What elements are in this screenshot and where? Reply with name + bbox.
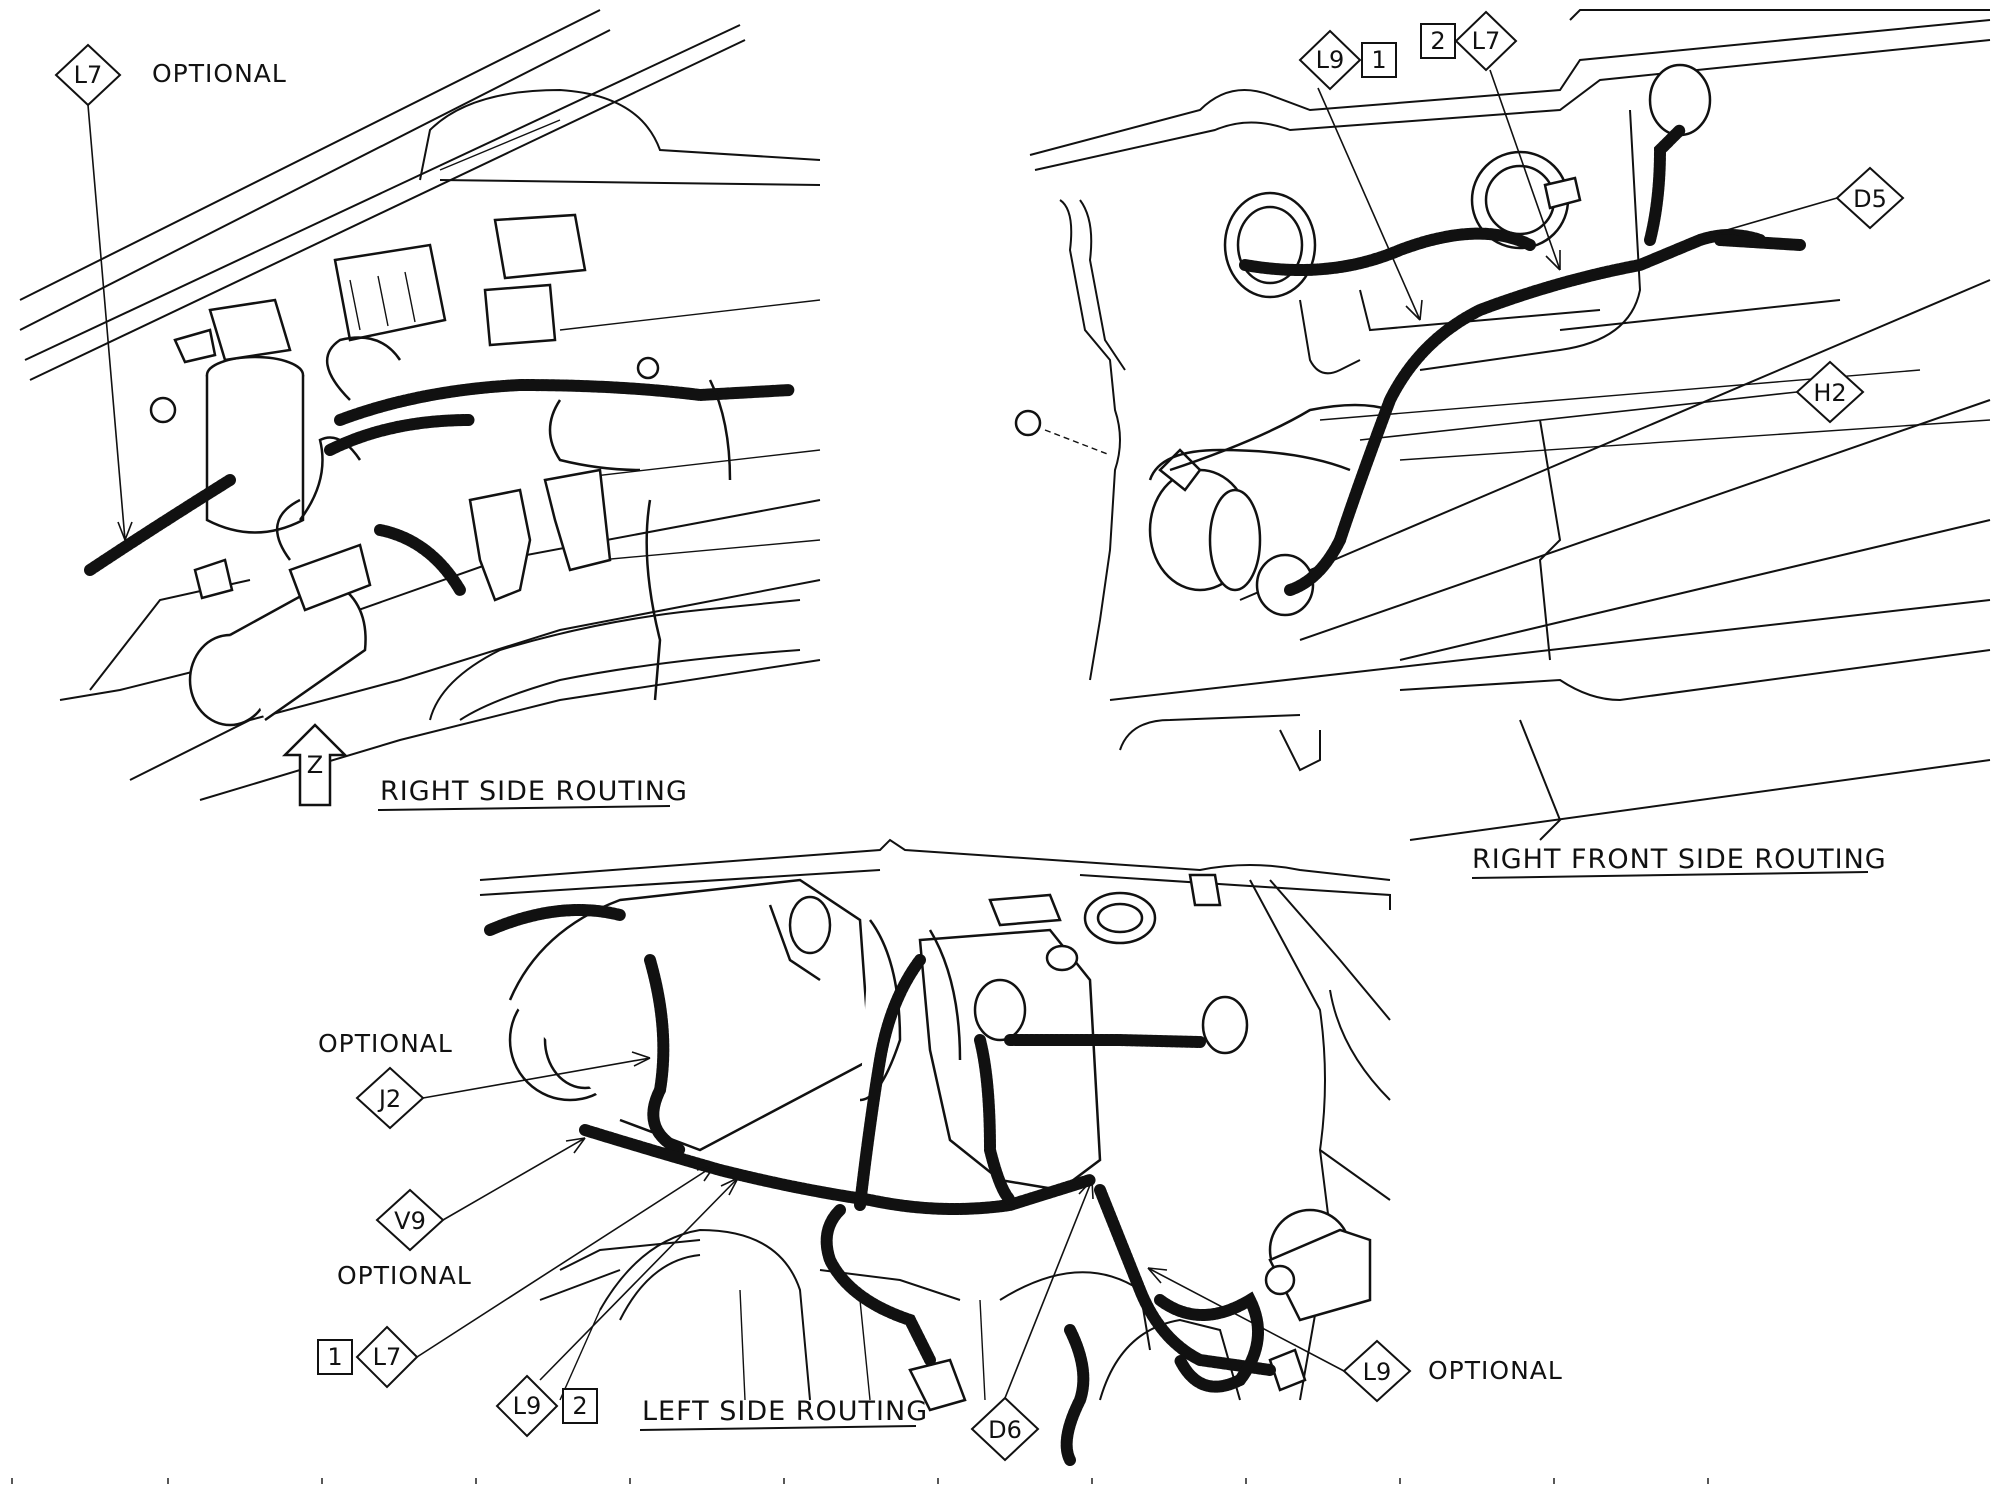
- right-side-l7-label: L7 OPTIONAL: [54, 43, 287, 541]
- left-side-j2-label: OPTIONAL J2: [318, 1029, 651, 1130]
- left-side-v9-label: V9 OPTIONAL: [337, 1137, 586, 1290]
- right-side-routing-caption: RIGHT SIDE ROUTING: [380, 776, 688, 807]
- right-front-side-routing-panel: L9 1 2 L7 D5 H2 RIGHT FRONT SIDE R: [1014, 9, 1991, 879]
- right-front-h2-label: H2: [1359, 360, 1865, 441]
- tag-v9: V9: [394, 1207, 426, 1235]
- right-front-components: [1014, 63, 1712, 617]
- left-side-components: [508, 873, 1372, 1412]
- tag-j2: J2: [377, 1085, 401, 1113]
- tag-l9-left-bottom-num: 2: [572, 1392, 587, 1420]
- left-side-harness: [484, 904, 1276, 1466]
- left-side-l9-2-label: L9 2: [495, 1177, 739, 1438]
- right-front-l9-1-label: L9 1: [1298, 29, 1423, 321]
- tag-l7-right-front-num: 2: [1430, 27, 1445, 55]
- tag-h2: H2: [1813, 379, 1846, 407]
- note-optional-l7: OPTIONAL: [152, 59, 287, 88]
- tag-l7-right-front: L7: [1472, 27, 1501, 55]
- left-side-l9-right-label: L9 OPTIONAL: [1147, 1267, 1563, 1403]
- left-side-routing-caption: LEFT SIDE ROUTING: [642, 1396, 928, 1427]
- right-side-routing-panel: L7 OPTIONAL Z RIGHT SIDE ROUTING: [19, 9, 821, 811]
- tag-d6: D6: [988, 1416, 1022, 1444]
- tag-z: Z: [307, 751, 323, 779]
- left-side-routing-panel: OPTIONAL J2 V9 OPTIONAL 1 L7 L9: [317, 838, 1563, 1466]
- tag-l9-right-front: L9: [1316, 46, 1345, 74]
- note-optional-l9: OPTIONAL: [1428, 1356, 1563, 1385]
- right-side-harness: [84, 336, 796, 701]
- tag-l9-left-bottom: L9: [513, 1392, 542, 1420]
- right-side-body-lines: [19, 9, 821, 801]
- right-front-d5-label: D5: [1719, 166, 1905, 233]
- right-front-side-routing-caption: RIGHT FRONT SIDE ROUTING: [1472, 844, 1887, 875]
- right-side-components: [149, 213, 660, 807]
- note-optional-j2: OPTIONAL: [318, 1029, 453, 1058]
- tag-l7-right-side: L7: [74, 61, 103, 89]
- right-front-harness: [1148, 124, 1806, 596]
- tag-l7-left: L7: [373, 1343, 402, 1371]
- tag-l7-left-num: 1: [327, 1343, 342, 1371]
- note-optional-v9: OPTIONAL: [337, 1261, 472, 1290]
- right-front-body-lines: [1029, 9, 1991, 841]
- tag-l9-left-right: L9: [1363, 1358, 1392, 1386]
- right-front-2-l7-label: 2 L7: [1420, 10, 1561, 271]
- tag-d5: D5: [1853, 185, 1887, 213]
- bottom-tick-marks: [11, 1478, 1709, 1484]
- tag-l9-right-front-num: 1: [1371, 46, 1386, 74]
- left-side-1-l7-label: 1 L7: [317, 1164, 716, 1389]
- left-side-d6-label: D6: [970, 1179, 1094, 1462]
